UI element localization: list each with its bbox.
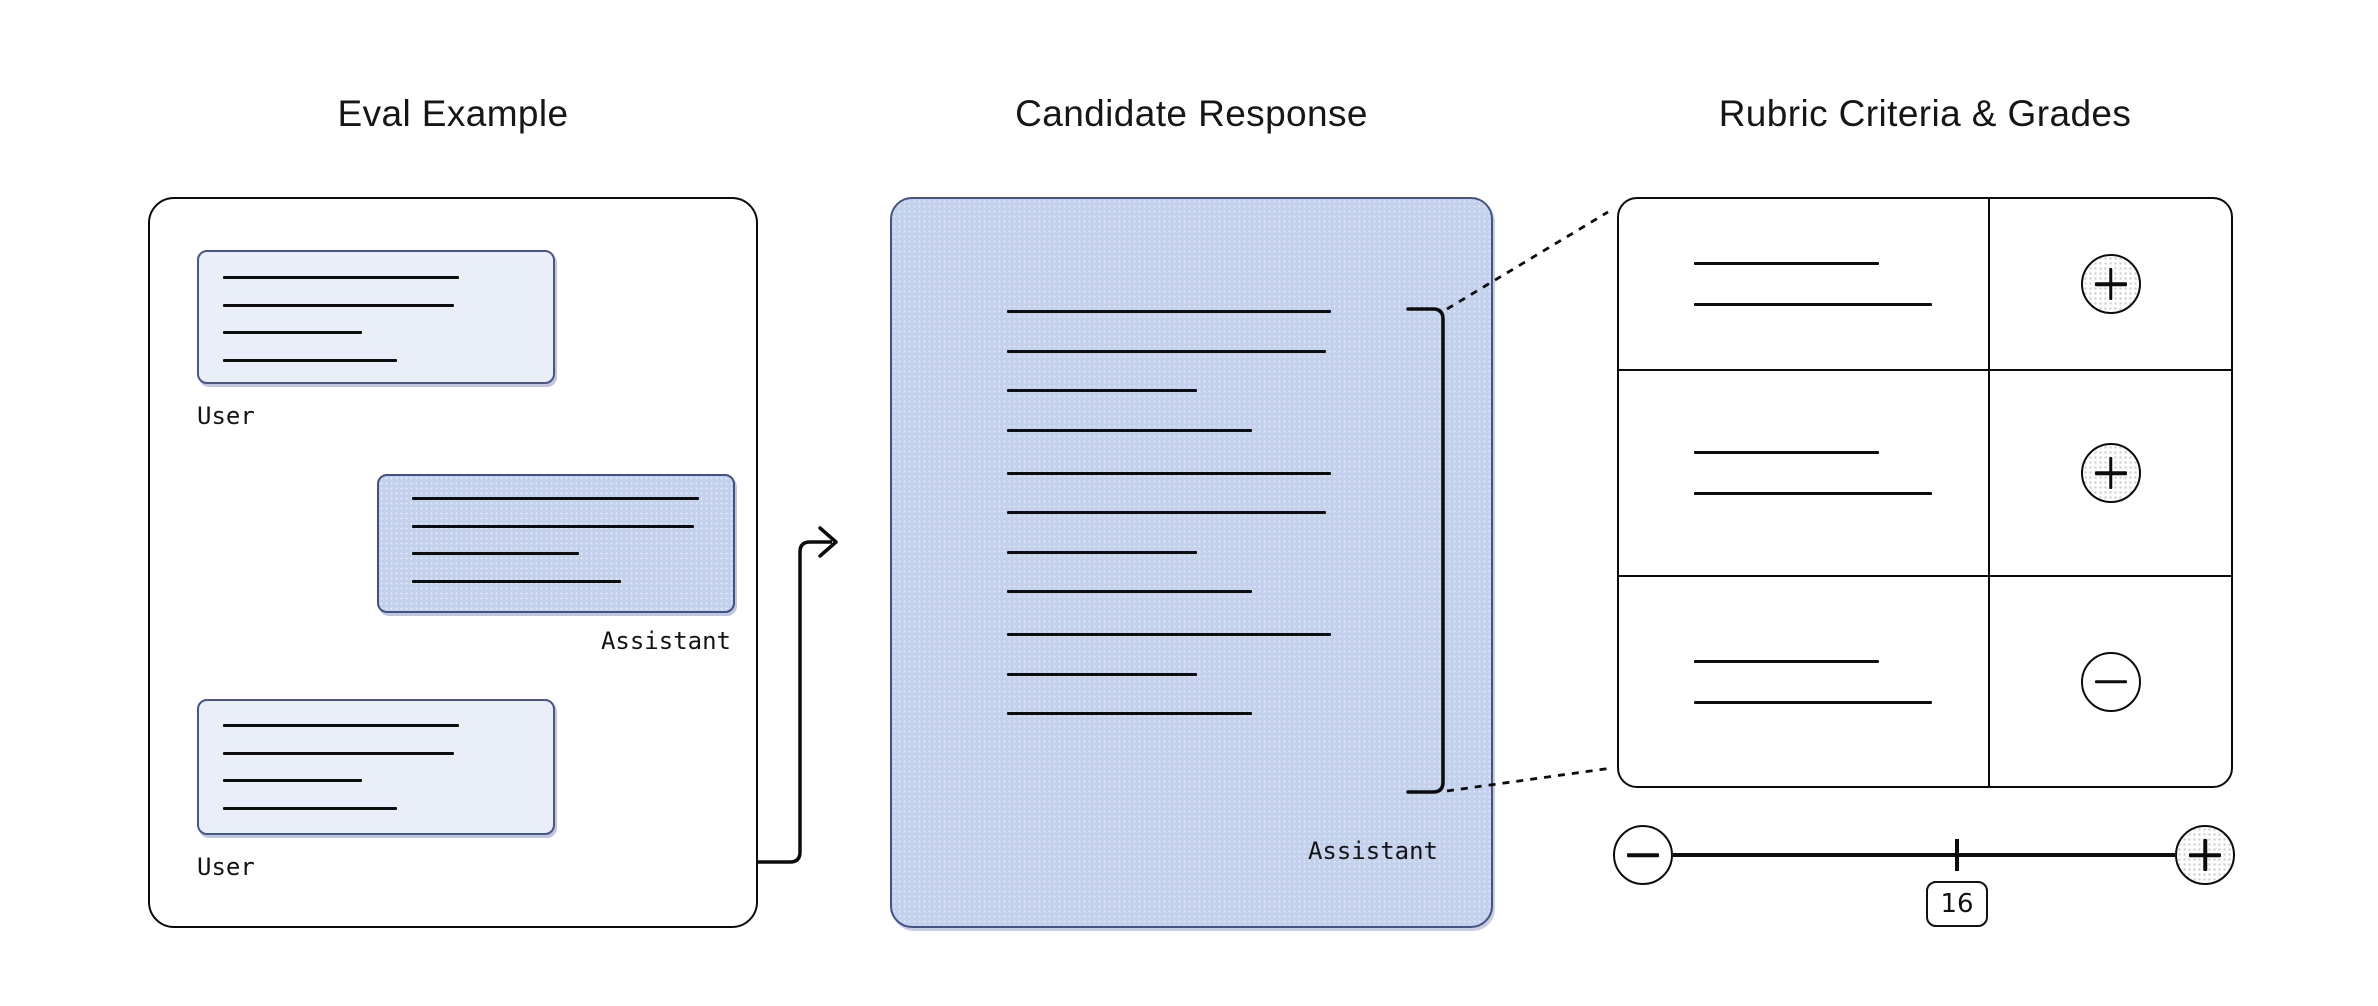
user-message-bubble	[197, 250, 555, 384]
slider-tick-mark	[1955, 839, 1959, 871]
response-author-label: Assistant	[1307, 837, 1438, 865]
candidate-response-title: Candidate Response	[1015, 93, 1368, 134]
eval-example-panel: User Assistant User	[148, 197, 758, 928]
redacted-text-line	[1007, 389, 1197, 392]
rubric-row	[1619, 199, 2231, 369]
criterion-cell	[1619, 577, 1990, 786]
redacted-text-line	[412, 497, 699, 500]
score-slider-track	[1673, 853, 2175, 857]
redacted-text-line	[1007, 590, 1252, 593]
slider-plus-button[interactable]	[2175, 825, 2235, 885]
plus-icon	[2175, 825, 2235, 885]
dotted-connector-lines	[1446, 210, 1613, 793]
redacted-text-line	[223, 303, 454, 307]
redacted-text-line	[223, 358, 397, 362]
redacted-text-line	[1007, 511, 1326, 514]
rubric-table	[1617, 197, 2233, 788]
redacted-text-line	[223, 724, 459, 727]
grade-cell	[1990, 371, 2231, 575]
redacted-text-line	[1007, 712, 1252, 715]
candidate-response-panel: Assistant	[890, 197, 1493, 928]
user-message-bubble	[197, 699, 555, 835]
minus-grade-button[interactable]	[2080, 651, 2141, 712]
redacted-text-line	[1007, 428, 1252, 432]
redacted-text-line	[1694, 262, 1879, 265]
rubric-title: Rubric Criteria & Grades	[1718, 93, 2132, 134]
redacted-text-line	[412, 552, 579, 555]
redacted-text-line	[1007, 349, 1326, 353]
criterion-cell	[1619, 371, 1990, 575]
plus-grade-button[interactable]	[2080, 443, 2141, 503]
redacted-text-line	[412, 579, 621, 583]
grade-cell	[1990, 199, 2231, 369]
redacted-text-line	[223, 276, 459, 279]
response-paragraph	[1007, 633, 1331, 715]
score-value-box[interactable]: 16	[1926, 881, 1988, 927]
rubric-row	[1619, 369, 2231, 575]
redacted-text-line	[223, 751, 454, 755]
redacted-text-line	[412, 524, 694, 528]
message-role-label: User	[197, 853, 255, 881]
response-redacted-text	[1007, 310, 1331, 755]
redacted-text-line	[1694, 659, 1879, 663]
redacted-text-line	[1694, 492, 1932, 495]
redacted-text-line	[223, 331, 362, 334]
response-paragraph	[1007, 471, 1331, 593]
assistant-message-bubble	[377, 474, 735, 613]
message-role-label: User	[197, 402, 255, 430]
redacted-text-line	[1007, 633, 1331, 636]
minus-icon	[1613, 825, 1673, 885]
redacted-text-line	[223, 806, 397, 810]
flow-arrow-icon	[758, 526, 838, 864]
slider-minus-button[interactable]	[1613, 825, 1673, 885]
criterion-cell	[1619, 199, 1990, 369]
redacted-text-line	[1007, 471, 1331, 475]
redacted-text-line	[1694, 700, 1932, 704]
redacted-text-line	[1694, 451, 1879, 454]
grade-cell	[1990, 577, 2231, 786]
message-role-label: Assistant	[600, 627, 731, 655]
response-paragraph	[1007, 310, 1331, 432]
score-value: 16	[1940, 889, 1974, 919]
rubric-row	[1619, 575, 2231, 786]
plus-grade-button[interactable]	[2080, 254, 2141, 314]
redacted-text-line	[1694, 303, 1932, 306]
eval-example-title: Eval Example	[337, 93, 569, 134]
redacted-text-line	[1007, 672, 1197, 676]
redacted-text-line	[1007, 310, 1331, 313]
redacted-text-line	[1007, 550, 1197, 554]
selection-bracket-icon	[1406, 307, 1445, 794]
redacted-text-line	[223, 779, 362, 782]
